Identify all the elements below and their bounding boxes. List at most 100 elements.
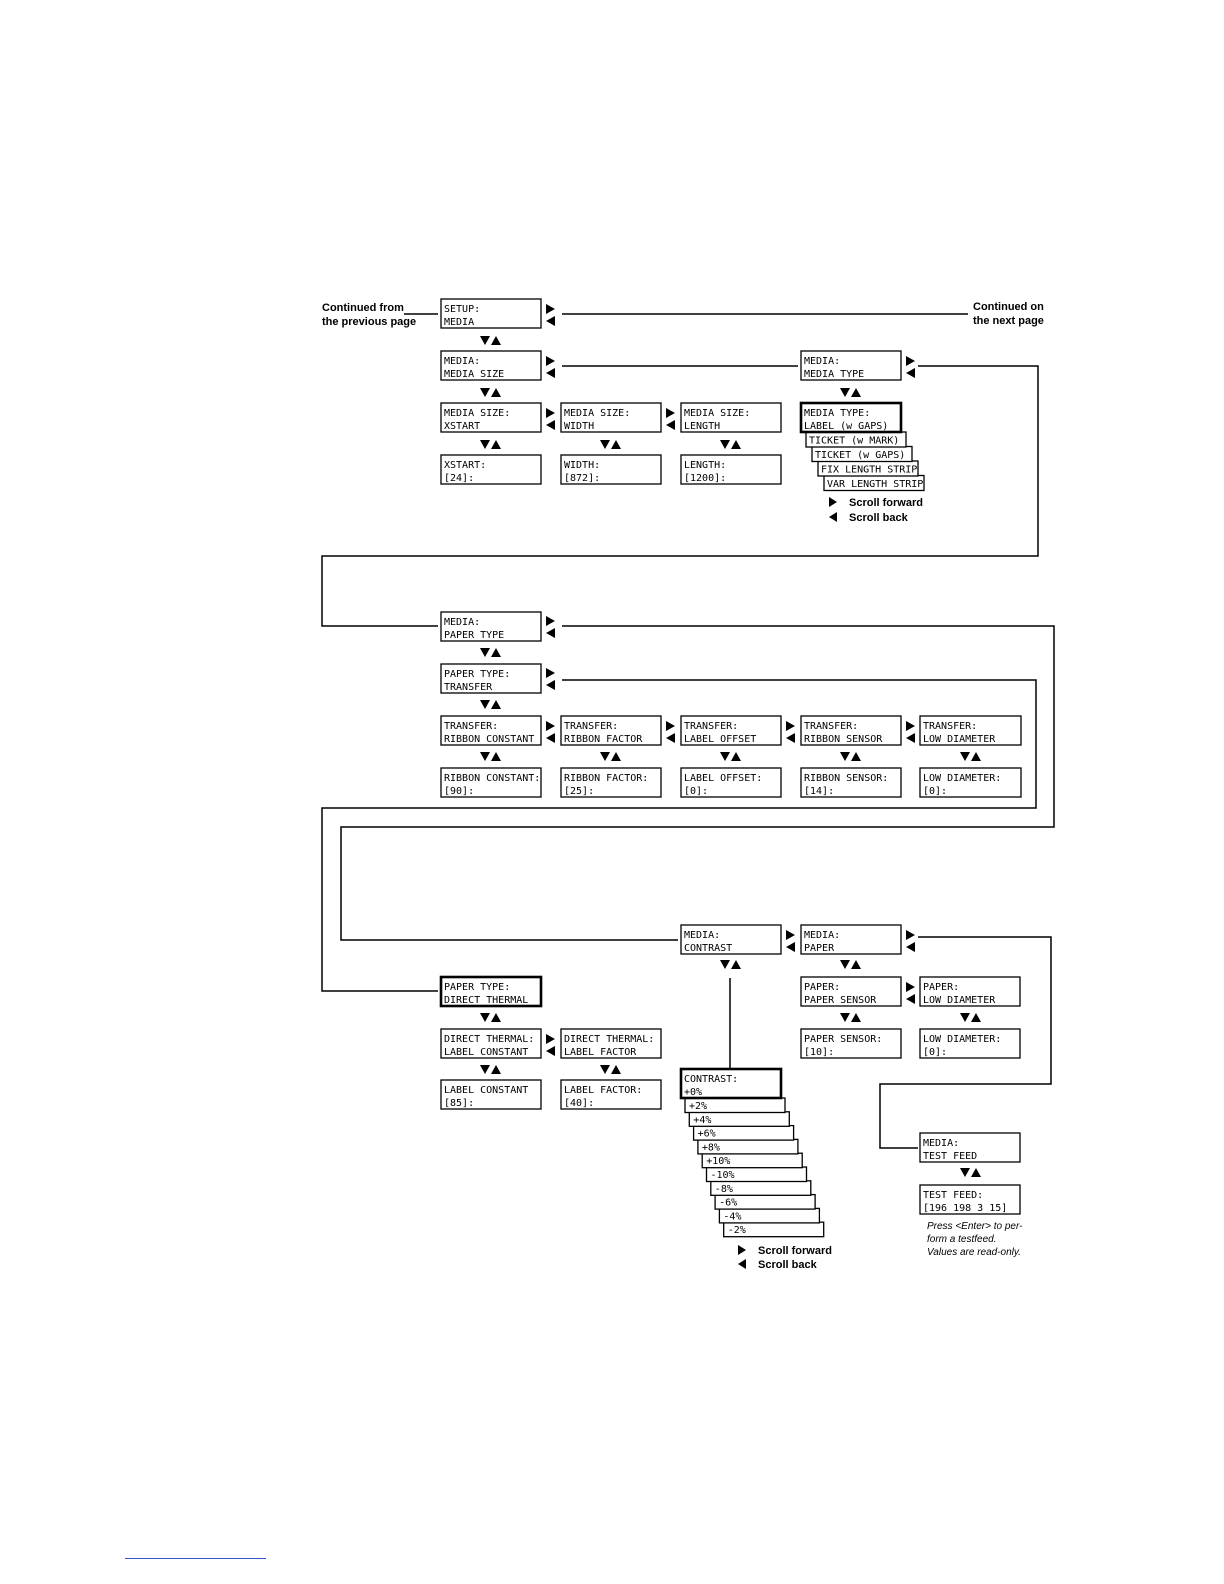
- media-paper-line2: PAPER: [804, 943, 835, 954]
- media-contrast-line1: MEDIA:: [684, 930, 720, 941]
- length-value-box[interactable]: LENGTH: [1200]:: [680, 454, 782, 485]
- paper-low-diameter-box[interactable]: PAPER: LOW DIAMETER: [919, 976, 1021, 1007]
- up-down-arrows-icon: [480, 336, 501, 345]
- width-value-line1: WIDTH:: [564, 460, 600, 471]
- left-right-arrows-icon: [546, 616, 555, 638]
- media-type-option[interactable]: VAR LENGTH STRIP: [823, 474, 925, 492]
- setup-media-line1: SETUP:: [444, 304, 480, 315]
- label-factor-value-line1: LABEL FACTOR:: [564, 1085, 642, 1096]
- paper-paper-sensor-line1: PAPER:: [804, 982, 840, 993]
- transfer-ribbon-constant-box[interactable]: TRANSFER: RIBBON CONSTANT: [440, 715, 542, 746]
- scroll-back-label: Scroll back: [758, 1259, 818, 1271]
- media-type-option[interactable]: FIX LENGTH STRIP: [817, 460, 919, 477]
- up-down-arrows-icon: [960, 1013, 981, 1022]
- paper-paper-sensor-box[interactable]: PAPER: PAPER SENSOR: [800, 976, 902, 1007]
- media-test-feed-box[interactable]: MEDIA: TEST FEED: [919, 1132, 1021, 1163]
- contrast-option-label: +10%: [706, 1156, 730, 1167]
- transfer-low-diameter-box[interactable]: TRANSFER: LOW DIAMETER: [919, 715, 1022, 746]
- up-down-arrows-icon: [480, 388, 501, 397]
- media-contrast-line2: CONTRAST: [684, 943, 732, 954]
- label-factor-value-box[interactable]: LABEL FACTOR: [40]:: [560, 1079, 662, 1110]
- contrast-option[interactable]: -6%: [714, 1193, 816, 1210]
- up-down-arrows-icon: [720, 440, 741, 449]
- scroll-back-icon: [738, 1259, 746, 1269]
- continued-from-line1: Continued from: [322, 302, 404, 314]
- scroll-forward-icon: [829, 497, 837, 507]
- continued-on-line1: Continued on: [973, 301, 1044, 313]
- contrast-header-box[interactable]: CONTRAST: +0%: [679, 1067, 783, 1100]
- media-type-label-line2: LABEL (w GAPS): [804, 421, 888, 432]
- media-type-option-label: TICKET (w GAPS): [815, 450, 905, 461]
- contrast-option[interactable]: -4%: [718, 1207, 821, 1224]
- up-down-arrows-icon: [480, 1065, 501, 1074]
- transfer-ribbon-sensor-box[interactable]: TRANSFER: RIBBON SENSOR: [800, 715, 902, 746]
- paper-sensor-value-box[interactable]: PAPER SENSOR: [10]:: [800, 1028, 902, 1059]
- label-offset-value-box[interactable]: LABEL OFFSET: [0]:: [680, 767, 782, 798]
- media-size-length-line1: MEDIA SIZE:: [684, 408, 750, 419]
- ribbon-factor-value-box[interactable]: RIBBON FACTOR: [25]:: [560, 767, 662, 798]
- xstart-value-box[interactable]: XSTART: [24]:: [440, 454, 542, 485]
- direct-thermal-label-constant-box[interactable]: DIRECT THERMAL: LABEL CONSTANT: [440, 1028, 542, 1059]
- media-type-option[interactable]: TICKET (w MARK): [805, 431, 907, 448]
- media-test-feed-line1: MEDIA:: [923, 1138, 959, 1149]
- contrast-option[interactable]: +6%: [692, 1124, 795, 1141]
- up-down-arrows-icon: [960, 1168, 981, 1177]
- footer-rule: [125, 1558, 266, 1559]
- media-size-xstart-box[interactable]: MEDIA SIZE: XSTART: [440, 402, 542, 433]
- ribbon-sensor-value-box[interactable]: RIBBON SENSOR: [14]:: [800, 767, 902, 798]
- scroll-back-label: Scroll back: [849, 512, 909, 524]
- left-right-arrows-icon: [786, 930, 795, 952]
- paper-sensor-value-line2: [10]:: [804, 1047, 834, 1058]
- left-right-arrows-icon: [546, 408, 555, 430]
- media-type-option-label: VAR LENGTH STRIP: [827, 479, 923, 490]
- contrast-option[interactable]: -8%: [710, 1180, 812, 1196]
- contrast-option[interactable]: +8%: [697, 1138, 799, 1155]
- left-right-arrows-icon: [906, 930, 915, 952]
- media-media-type-line2: MEDIA TYPE: [804, 369, 864, 380]
- contrast-option-label: +6%: [698, 1129, 716, 1140]
- paper-type-transfer-line1: PAPER TYPE:: [444, 669, 510, 680]
- left-right-arrows-icon: [666, 408, 675, 430]
- scroll-back-icon: [829, 512, 837, 522]
- xstart-value-line1: XSTART:: [444, 460, 486, 471]
- test-feed-value-line1: TEST FEED:: [923, 1190, 983, 1201]
- xstart-value-line2: [24]:: [444, 473, 474, 484]
- media-type-option[interactable]: TICKET (w GAPS): [811, 445, 913, 463]
- contrast-option[interactable]: +4%: [688, 1111, 790, 1127]
- media-paper-type-box[interactable]: MEDIA: PAPER TYPE: [440, 611, 542, 642]
- scroll-forward-label: Scroll forward: [758, 1245, 832, 1257]
- label-offset-value-line1: LABEL OFFSET:: [684, 773, 762, 784]
- media-size-width-box[interactable]: MEDIA SIZE: WIDTH: [560, 402, 662, 433]
- test-feed-value-box[interactable]: TEST FEED: [196 198 3 15]: [919, 1184, 1021, 1215]
- low-diameter-value-transfer-box[interactable]: LOW DIAMETER: [0]:: [919, 767, 1022, 798]
- contrast-option[interactable]: -2%: [723, 1221, 825, 1238]
- transfer-ribbon-sensor-line2: RIBBON SENSOR: [804, 734, 883, 745]
- setup-media-line2: MEDIA: [444, 317, 474, 328]
- contrast-option[interactable]: +10%: [701, 1152, 803, 1169]
- contrast-option[interactable]: -10%: [705, 1166, 808, 1183]
- paper-type-transfer-box[interactable]: PAPER TYPE: TRANSFER: [440, 663, 542, 694]
- media-media-type-box[interactable]: MEDIA: MEDIA TYPE: [800, 350, 902, 381]
- media-paper-box[interactable]: MEDIA: PAPER: [800, 924, 902, 955]
- low-diameter-value-paper-box[interactable]: LOW DIAMETER: [0]:: [919, 1028, 1021, 1059]
- width-value-box[interactable]: WIDTH: [872]:: [560, 454, 662, 485]
- transfer-low-diameter-line1: TRANSFER:: [923, 721, 977, 732]
- media-size-length-box[interactable]: MEDIA SIZE: LENGTH: [680, 402, 782, 433]
- media-media-size-box[interactable]: MEDIA: MEDIA SIZE: [440, 350, 542, 381]
- transfer-ribbon-constant-line1: TRANSFER:: [444, 721, 498, 732]
- transfer-ribbon-factor-box[interactable]: TRANSFER: RIBBON FACTOR: [560, 715, 662, 746]
- contrast-option[interactable]: +2%: [684, 1097, 786, 1114]
- left-right-arrows-icon: [666, 721, 675, 743]
- media-type-label-box[interactable]: MEDIA TYPE: LABEL (w GAPS): [799, 401, 903, 434]
- media-contrast-box[interactable]: MEDIA: CONTRAST: [680, 924, 782, 955]
- paper-sensor-value-line1: PAPER SENSOR:: [804, 1034, 882, 1045]
- direct-thermal-label-factor-box[interactable]: DIRECT THERMAL: LABEL FACTOR: [560, 1028, 662, 1059]
- media-type-scroll-legend: Scroll forward Scroll back: [829, 497, 923, 524]
- label-constant-value-box[interactable]: LABEL CONSTANT [85]:: [440, 1079, 542, 1110]
- low-diameter-value-paper-line2: [0]:: [923, 1047, 947, 1058]
- ribbon-constant-value-box[interactable]: RIBBON CONSTANT: [90]:: [440, 767, 542, 798]
- transfer-label-offset-box[interactable]: TRANSFER: LABEL OFFSET: [680, 715, 782, 746]
- setup-media-box[interactable]: SETUP: MEDIA: [440, 298, 542, 329]
- paper-type-direct-thermal-box[interactable]: PAPER TYPE: DIRECT THERMAL: [439, 975, 543, 1008]
- testfeed-hint-line2: form a testfeed.: [927, 1234, 996, 1245]
